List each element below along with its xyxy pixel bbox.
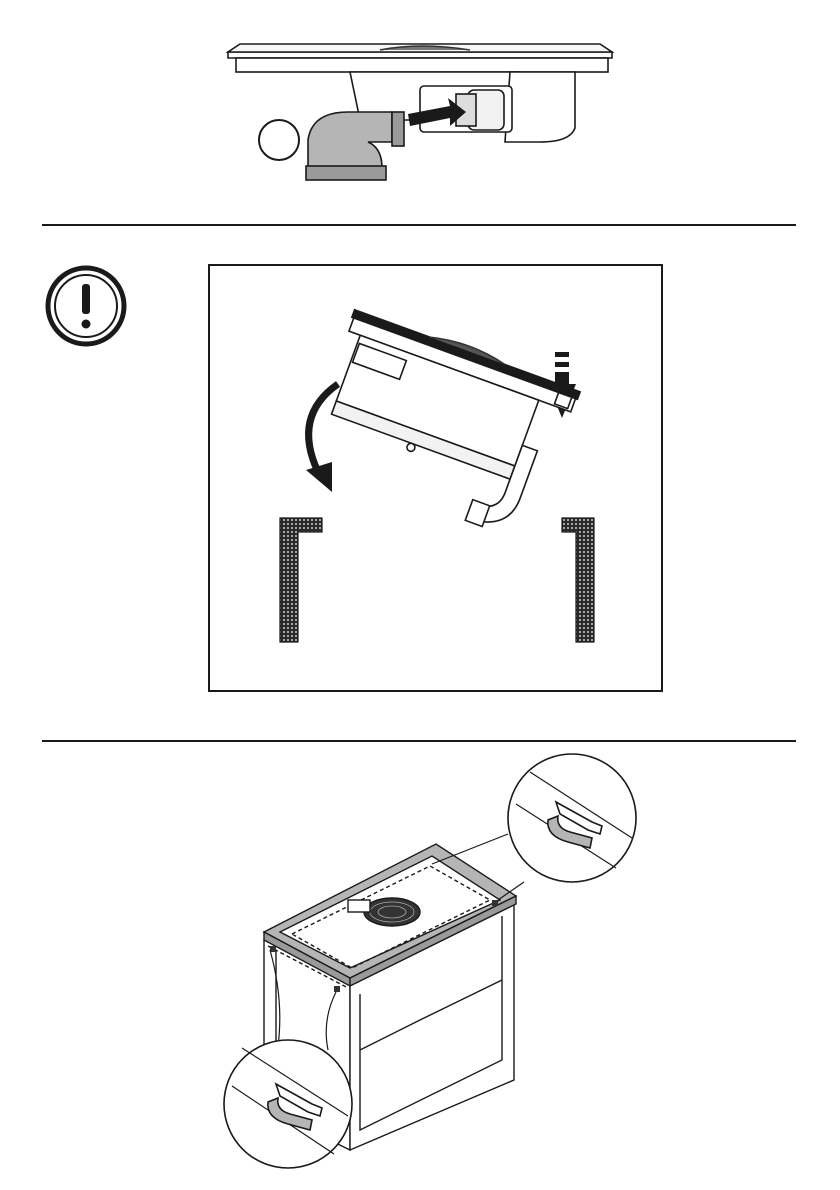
worktop-left bbox=[280, 518, 322, 642]
cabinet-with-hob-and-clips-illustration bbox=[0, 750, 840, 1190]
divider-bottom bbox=[42, 740, 796, 742]
divider-top bbox=[42, 224, 796, 226]
clip-marker-rear bbox=[492, 900, 498, 906]
clip-detail-zoom-top bbox=[508, 754, 636, 882]
curved-rotation-arrow-icon bbox=[306, 384, 338, 492]
tilted-hob-insertion-illustration bbox=[210, 266, 661, 690]
warning-icon-wrapper bbox=[44, 264, 128, 348]
step-badge-icon bbox=[259, 120, 299, 160]
clip-marker-right bbox=[334, 986, 340, 992]
hob-top-plate bbox=[228, 44, 612, 72]
elbow-duct-icon bbox=[306, 112, 404, 180]
exclamation-circle-icon bbox=[44, 264, 128, 348]
section-duct-connection bbox=[0, 0, 840, 210]
warning-illustration-frame bbox=[208, 264, 663, 692]
section-cabinet-clips bbox=[0, 750, 840, 1190]
worktop-right bbox=[562, 518, 594, 642]
clip-detail-zoom-bottom bbox=[224, 1040, 352, 1168]
tilted-hob bbox=[300, 305, 582, 542]
hob-with-duct-illustration bbox=[0, 0, 840, 210]
